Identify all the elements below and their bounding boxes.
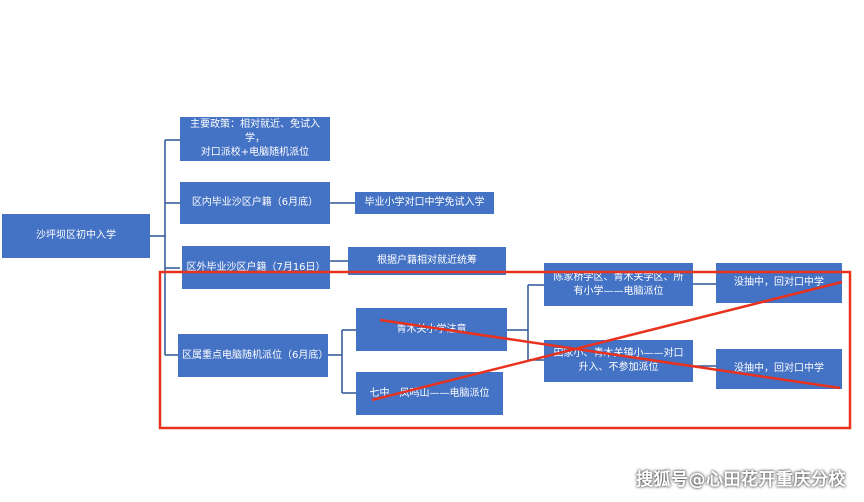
qingmu-node: 青木关小学注意	[356, 308, 507, 351]
connector-lottery	[328, 329, 356, 394]
outside-grad-result-node: 根据户籍相对就近统筹	[348, 247, 506, 275]
chenjiaqiao-node: 陈家桥学区、青木关学区、所 有小学——电脑派位	[544, 263, 693, 306]
district-grad-result-node: 毕业小学对口中学免试入学	[355, 192, 494, 214]
fallback-node-1: 没抽中，回对口中学	[716, 263, 842, 303]
policy-node: 主要政策：相对就近、免试入学， 对口派校+电脑随机派位	[180, 117, 330, 161]
district-grad-node: 区内毕业沙区户籍（6月底）	[180, 182, 330, 224]
cross-out-line-1	[379, 318, 841, 390]
outside-grad-node: 区外毕业沙区户籍（7月16日）	[182, 246, 330, 289]
connector-qingmu	[507, 284, 544, 361]
root-node: 沙坪坝区初中入学	[2, 214, 150, 258]
highlight-box	[158, 270, 852, 430]
fallback-node-2: 没抽中，回对口中学	[716, 349, 842, 389]
lottery-node: 区属重点电脑随机派位（6月底）	[178, 334, 328, 377]
watermark: 搜狐号@心田花开重庆分校	[636, 470, 846, 490]
connector-root	[150, 139, 180, 356]
qizhong-node: 七中、凤鸣山——电脑派位	[356, 372, 503, 415]
cross-out-line-2	[371, 280, 843, 402]
